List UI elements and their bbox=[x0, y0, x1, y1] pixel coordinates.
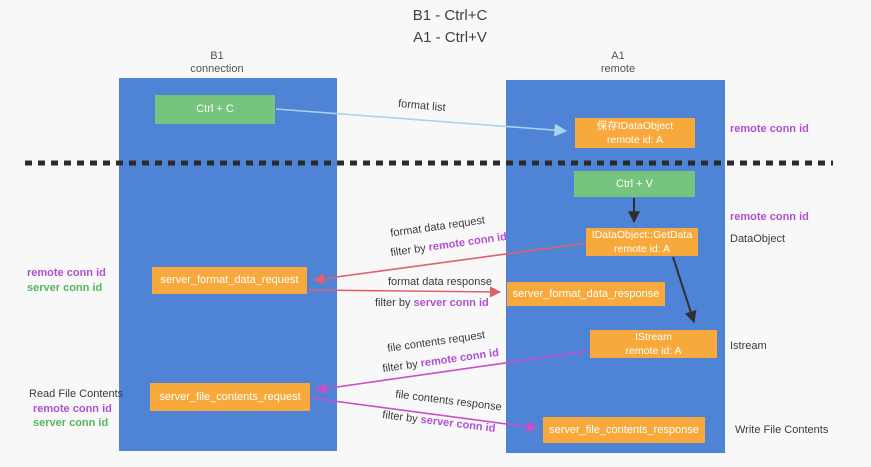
format-list-arrow bbox=[275, 108, 568, 137]
istream-side-label: Istream bbox=[730, 340, 767, 352]
file-contents-response-arrow bbox=[310, 397, 539, 433]
istream-box: IStream remote id: A bbox=[590, 330, 717, 358]
left-conn-id-labels-upper: remote conn id server conn id bbox=[27, 266, 106, 296]
lane-a1-title: A1 bbox=[611, 50, 625, 62]
server-conn-id-inline: server conn id bbox=[413, 297, 489, 309]
server-format-data-request-box: server_format_data_request bbox=[152, 267, 307, 294]
title-line-1: B1 - Ctrl+C bbox=[412, 7, 488, 24]
lane-a1-subtitle: remote bbox=[600, 63, 636, 75]
server-conn-id-left-lower: server conn id bbox=[33, 417, 109, 429]
server-format-data-response-box: server_format_data_response bbox=[507, 282, 665, 306]
title-line-2: A1 - Ctrl+V bbox=[413, 29, 487, 46]
save-idataobject-line1: 保存IDataObject bbox=[596, 120, 674, 132]
format-data-response-label: format data response bbox=[388, 276, 492, 288]
lane-b1-subtitle: connection bbox=[190, 63, 244, 75]
remote-conn-id-left-upper: remote conn id bbox=[27, 267, 106, 279]
file-contents-request-arrow bbox=[314, 350, 590, 395]
server-conn-id-left-upper: server conn id bbox=[27, 282, 103, 294]
lane-header-b1: B1 connection bbox=[157, 50, 277, 76]
format-data-response-arrow bbox=[308, 286, 502, 298]
diagram-title: B1 - Ctrl+C A1 - Ctrl+V bbox=[340, 5, 560, 49]
idataobject-getdata-box: IDataObject::GetData remote id: A bbox=[586, 228, 698, 256]
remote-conn-id-label-top: remote conn id bbox=[730, 123, 809, 135]
server-file-contents-request-box: server_file_contents_request bbox=[150, 383, 310, 411]
write-file-contents-label: Write File Contents bbox=[735, 424, 829, 436]
lane-b1-title: B1 bbox=[210, 50, 224, 62]
lane-header-a1: A1 remote bbox=[558, 50, 678, 76]
filter-by-text: filter by bbox=[375, 297, 411, 309]
istream-line2: remote id: A bbox=[625, 345, 682, 357]
istream-line1: IStream bbox=[635, 331, 672, 343]
remote-conn-id-label-mid: remote conn id bbox=[730, 211, 809, 223]
getdata-line2: remote id: A bbox=[613, 243, 671, 255]
ctrl-v-box: Ctrl + V bbox=[574, 171, 695, 197]
ctrl-c-box: Ctrl + C bbox=[155, 95, 275, 124]
filter-by-server-label-1: filter by server conn id bbox=[375, 297, 489, 309]
format-data-request-arrow bbox=[312, 242, 588, 285]
getdata-to-istream-arrow bbox=[672, 256, 697, 324]
save-idataobject-line2: remote id: A bbox=[606, 134, 664, 146]
getdata-line1: IDataObject::GetData bbox=[591, 229, 693, 241]
server-file-contents-response-box: server_file_contents_response bbox=[543, 417, 705, 443]
save-idataobject-box: 保存IDataObject remote id: A bbox=[575, 118, 695, 148]
remote-conn-id-left-lower: remote conn id bbox=[33, 403, 112, 415]
dataobject-label: DataObject bbox=[730, 233, 786, 245]
read-file-contents-label: Read File Contents bbox=[29, 388, 124, 400]
left-conn-id-labels-lower: remote conn id server conn id bbox=[33, 402, 112, 430]
